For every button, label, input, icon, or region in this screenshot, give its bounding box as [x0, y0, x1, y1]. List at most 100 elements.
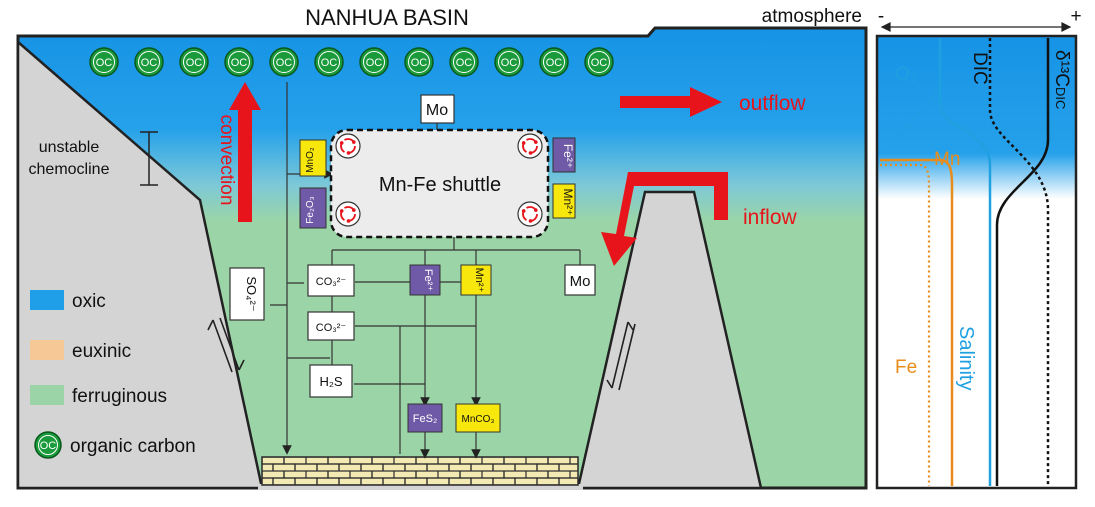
- outflow-label: outflow: [739, 92, 806, 115]
- fes2-label: FeS₂: [413, 413, 437, 425]
- mo-top-label: Mo: [426, 102, 448, 119]
- mnco3-box: [455, 403, 501, 433]
- organic-carbon-symbol-text: OC: [456, 57, 473, 69]
- inflow-label: inflow: [743, 206, 798, 229]
- fe2-label: Fe²⁺: [422, 269, 434, 292]
- legend-label-ferruginous: ferruginous: [72, 386, 167, 407]
- mn2-right-box: [552, 183, 576, 219]
- mno2-label: MnO₂: [305, 147, 316, 173]
- fe2-right-box: [552, 137, 576, 173]
- organic-carbon-particle: OC: [449, 47, 479, 77]
- fault-arrows-right: [606, 321, 636, 391]
- profile-o2-label: O₂: [895, 64, 917, 85]
- atmosphere-axis: [880, 22, 1072, 32]
- redox-cycle-icon: [517, 201, 543, 227]
- redox-cycle-icon: [335, 133, 361, 159]
- organic-carbon-particle: OC: [269, 47, 299, 77]
- profile-mn-label: Mn: [934, 149, 960, 170]
- organic-carbon-symbol-text: OC: [96, 57, 113, 69]
- profile-salinity-label: Salinity: [955, 326, 977, 390]
- inflow-arrow: [601, 172, 728, 266]
- mn2-right-label: Mn²⁺: [561, 189, 575, 216]
- fes2-box: [407, 403, 443, 433]
- legend-swatch-euxinic: [30, 340, 64, 360]
- co3-box-2: [307, 311, 355, 341]
- fe2-right-label: Fe²⁺: [561, 144, 575, 168]
- diagram-title: NANHUA BASIN: [305, 5, 469, 30]
- h2s-box: [309, 364, 353, 398]
- co3-label-2: CO₃²⁻: [316, 322, 347, 334]
- organic-carbon-particle: OC: [539, 47, 569, 77]
- legend-swatch-oxic: [30, 290, 64, 310]
- mn-fe-shuttle-box: [329, 128, 550, 239]
- so4-box: [229, 267, 265, 321]
- organic-carbon-particle: OC: [359, 47, 389, 77]
- fault-arrows-left: [207, 317, 245, 373]
- mo-right-box: [564, 264, 596, 296]
- organic-carbon-symbol-text: OC: [411, 57, 428, 69]
- redox-cycle-icon: [335, 201, 361, 227]
- so4-label: SO₄²⁻: [244, 276, 259, 311]
- organic-carbon-symbol-text: OC: [591, 57, 608, 69]
- sediment-layer: [261, 456, 579, 486]
- co3-label-1: CO₃²⁻: [316, 276, 347, 288]
- legend-label-euxinic: euxinic: [72, 341, 131, 362]
- atmosphere-plus: +: [1070, 6, 1081, 27]
- organic-carbon-symbol-text: OC: [141, 57, 158, 69]
- outflow-arrow: [620, 87, 722, 117]
- organic-carbon-symbol-text: OC: [231, 57, 248, 69]
- convection-label: convection: [216, 115, 237, 206]
- organic-carbon-particle: OC: [179, 47, 209, 77]
- atmosphere-minus: -: [878, 6, 884, 27]
- legend: oxic euxinic ferruginous OC organic carb…: [30, 290, 196, 459]
- organic-carbon-particle: OC: [314, 47, 344, 77]
- mn-curve: [880, 158, 954, 486]
- h2s-label: H₂S: [319, 374, 342, 389]
- legend-oc-symbol-text: OC: [40, 440, 57, 452]
- d13c-curve: [995, 38, 1050, 486]
- mn2-box: [460, 264, 492, 296]
- fe2o3-box: [299, 187, 327, 229]
- chemocline-label-2: chemocline: [29, 161, 110, 178]
- mo-right-label: Mo: [570, 273, 591, 290]
- profile-fe-label: Fe: [895, 357, 917, 378]
- organic-carbon-symbol-text: OC: [321, 57, 338, 69]
- fe2-box: [409, 264, 441, 296]
- legend-swatch-ferruginous: [30, 385, 64, 405]
- basin-floor: [258, 484, 583, 490]
- organic-carbon-particle: OC: [89, 47, 119, 77]
- redox-cycle-icon: [517, 133, 543, 159]
- mnco3-label: MnCO₃: [462, 414, 495, 425]
- organic-carbon-particle: OC: [584, 47, 614, 77]
- organic-carbon-symbol-text: OC: [366, 57, 383, 69]
- mno2-box: [299, 139, 327, 177]
- submarine-ridge: [576, 190, 763, 490]
- co3-box-1: [307, 264, 355, 297]
- organic-carbon-symbol-text: OC: [186, 57, 203, 69]
- organic-carbon-symbol-text: OC: [276, 57, 293, 69]
- fe-curve: [880, 163, 931, 486]
- chemocline-bracket: [140, 131, 158, 186]
- organic-carbon-particle: OC: [404, 47, 434, 77]
- organic-carbon-particle: OC: [224, 47, 254, 77]
- mn-fe-shuttle-label: Mn-Fe shuttle: [379, 174, 501, 196]
- flow-lines: [270, 82, 581, 459]
- profile-curves: [880, 38, 1050, 486]
- salinity-curve: [938, 38, 992, 486]
- organic-carbon-particle: OC: [494, 47, 524, 77]
- organic-carbon-symbol-text: OC: [501, 57, 518, 69]
- organic-carbon-particle: OC: [134, 47, 164, 77]
- profile-panel: [875, 34, 1078, 490]
- profile-d13c-label: δ¹³CDIC: [1051, 50, 1072, 109]
- organic-carbon-row: OC OC OC OC OC OC OC OC OC OC OC OC: [89, 47, 614, 77]
- dic-curve: [988, 38, 1050, 486]
- profile-dic-label: DIC: [969, 52, 990, 85]
- legend-label-organic-carbon: organic carbon: [70, 436, 196, 457]
- mn2-label: Mn²⁺: [473, 268, 485, 293]
- shuttle-cycle-circles: [335, 133, 543, 227]
- chemocline-label-1: unstable: [39, 139, 100, 156]
- convection-arrow: [229, 82, 261, 222]
- organic-carbon-symbol-text: OC: [546, 57, 563, 69]
- legend-label-oxic: oxic: [72, 291, 106, 312]
